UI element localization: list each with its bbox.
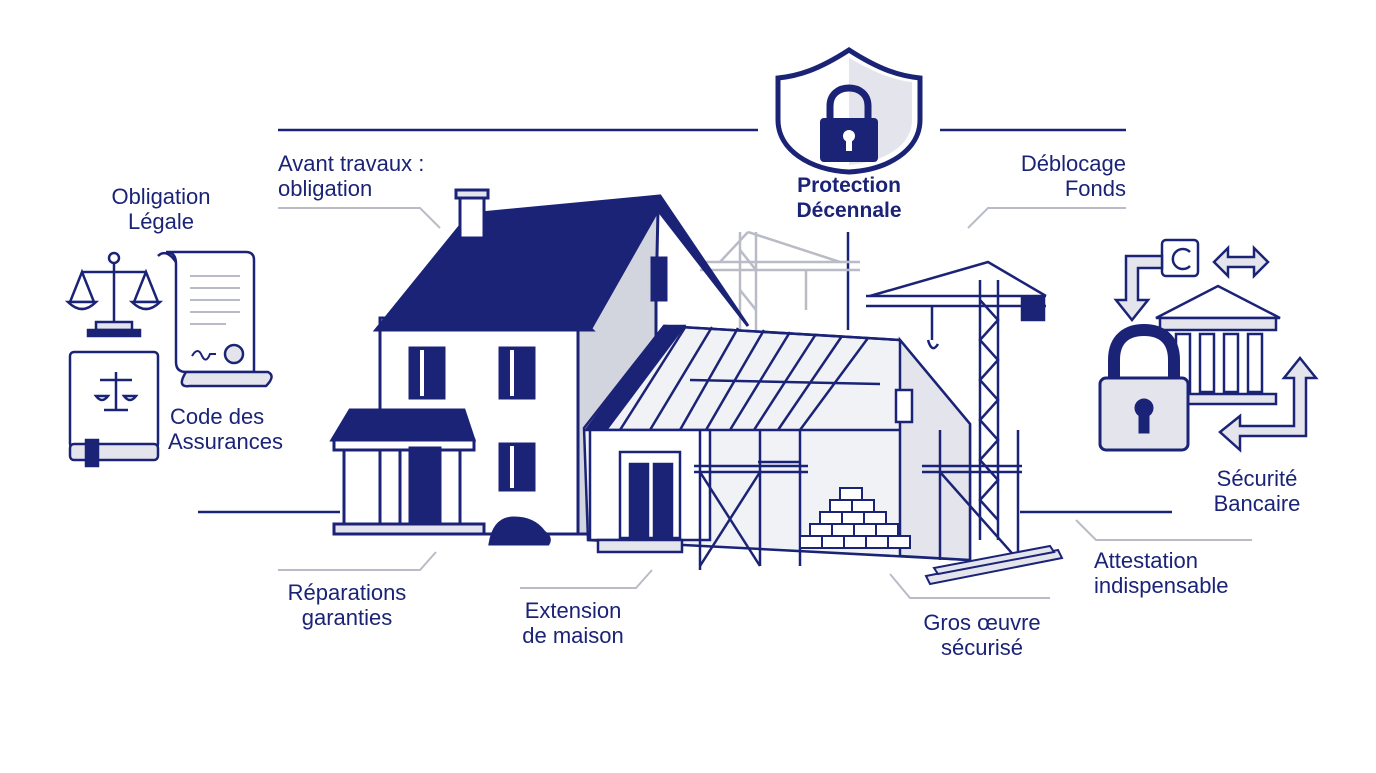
label-line: Code des [170, 404, 265, 429]
label-extension: Extension de maison [500, 598, 646, 648]
shield-lock-icon [775, 47, 923, 175]
label-line: Bancaire [1213, 491, 1301, 516]
label-line: de maison [522, 623, 624, 648]
transfer-arrows-icon [1113, 238, 1319, 453]
contract-scroll-icon [157, 250, 273, 388]
label-avant-travaux: Avant travaux : obligation [278, 151, 424, 201]
label-line: garanties [301, 605, 393, 630]
label-line: Déblocage [1020, 151, 1126, 176]
label-line: obligation [278, 176, 373, 201]
label-line: Gros œuvre [923, 610, 1041, 635]
label-line: Attestation [1094, 548, 1198, 573]
label-line: Avant travaux : [278, 151, 425, 176]
label-securite-bancaire: Sécurité Bancaire [1190, 466, 1324, 516]
label-line: indispensable [1094, 573, 1229, 598]
label-gros-oeuvre: Gros œuvre sécurisé [904, 610, 1060, 660]
crane-icon [700, 230, 860, 330]
label-reparations: Réparations garanties [272, 580, 422, 630]
label-line: Assurances [168, 429, 283, 454]
label-line: Extension [524, 598, 622, 623]
bricks-icon [799, 487, 1064, 586]
law-book-icon [68, 350, 160, 468]
bank-icon [1155, 284, 1281, 406]
label-line: sécurisé [941, 635, 1023, 660]
label-attestation: Attestation indispensable [1094, 548, 1229, 598]
padlock-icon [1098, 323, 1190, 452]
title-line-2: Décennale [796, 199, 902, 222]
label-obligation-legale: Obligation Légale [90, 184, 232, 234]
leader-lines [278, 207, 1252, 599]
label-deblocage-fonds: Déblocage Fonds [960, 151, 1126, 201]
label-code-assurances: Code des Assurances [168, 404, 283, 454]
title-line-1: Protection [797, 174, 901, 197]
label-line: Obligation [111, 184, 211, 209]
label-line: Légale [127, 209, 195, 234]
label-line: Sécurité [1216, 466, 1298, 491]
connector-lines [198, 128, 1172, 514]
scales-icon [64, 251, 164, 338]
house-icon [329, 188, 750, 546]
label-line: Fonds [1064, 176, 1126, 201]
scaffolding-icon [582, 324, 1022, 570]
crane-icon [866, 260, 1047, 540]
label-line: Réparations [287, 580, 407, 605]
protection-decennale-title: Protection Décennale [760, 173, 938, 223]
